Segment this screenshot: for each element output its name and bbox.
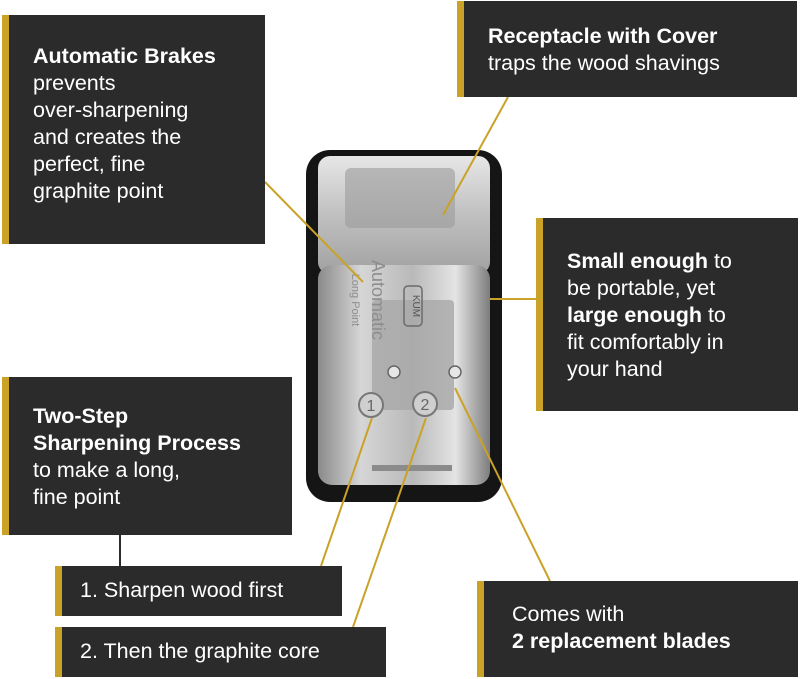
size-bold-1: Small enough	[567, 249, 708, 273]
size-line-4: fit comfortably in	[567, 330, 724, 354]
kum-logo	[403, 285, 423, 327]
metal-plate	[318, 265, 490, 485]
leader-step1	[320, 417, 373, 567]
side-text-automatic: Automatic	[368, 260, 388, 340]
kum-logo-text: KUM	[410, 295, 421, 317]
hole-1	[358, 392, 384, 418]
brakes-heading: Automatic Brakes	[33, 44, 216, 68]
hole-1-label: 1	[367, 398, 376, 415]
brakes-line-2: over-sharpening	[33, 98, 189, 122]
callout-automatic-brakes: Automatic Brakes prevents over-sharpenin…	[2, 15, 265, 244]
receptacle-cover	[318, 156, 490, 274]
size-line-2: be portable, yet	[567, 276, 716, 300]
leader-step2	[352, 417, 427, 628]
leader-receptacle	[442, 96, 509, 216]
leader-lines	[264, 96, 551, 628]
size-bold-2: large enough	[567, 303, 702, 327]
size-rest-1: to	[707, 249, 732, 273]
blades-line-2: 2 replacement blades	[512, 629, 731, 653]
receptacle-text: traps the wood shavings	[488, 51, 720, 75]
blades-line-1: Comes with	[512, 602, 625, 626]
brakes-line-4: perfect, fine	[33, 152, 146, 176]
callout-step-2: 2. Then the graphite core	[55, 627, 386, 677]
two-step-heading-2: Sharpening Process	[33, 431, 241, 455]
brakes-line-5: graphite point	[33, 179, 164, 203]
receptacle-inner	[345, 168, 455, 228]
callout-receptacle: Receptacle with Cover traps the wood sha…	[457, 1, 797, 97]
size-rest-3: to	[701, 303, 726, 327]
two-step-line-1: to make a long,	[33, 458, 181, 482]
screw-right	[448, 365, 462, 379]
two-step-heading-1: Two-Step	[33, 404, 129, 428]
callout-replacement-blades: Comes with 2 replacement blades	[477, 581, 798, 677]
step-1-text: 1. Sharpen wood first	[80, 578, 284, 602]
leader-blades	[454, 387, 551, 582]
brakes-line-1: prevents	[33, 71, 116, 95]
step-2-text: 2. Then the graphite core	[80, 639, 320, 663]
hole-2-label: 2	[421, 397, 430, 414]
screw-left	[387, 365, 401, 379]
bottom-seam	[372, 465, 452, 471]
receptacle-heading: Receptacle with Cover	[488, 24, 718, 48]
hole-2	[412, 391, 438, 417]
callout-size: Small enough to be portable, yet large e…	[536, 218, 798, 411]
callout-two-step: Two-Step Sharpening Process to make a lo…	[2, 377, 292, 535]
blade-slot	[372, 300, 454, 410]
leader-brakes	[264, 181, 364, 283]
two-step-line-2: fine point	[33, 485, 121, 509]
size-line-5: your hand	[567, 357, 663, 381]
brakes-line-3: and creates the	[33, 125, 182, 149]
sharpener-body	[306, 150, 502, 502]
callout-step-1: 1. Sharpen wood first	[55, 566, 342, 616]
side-text-long-point: Long Point	[349, 274, 361, 327]
